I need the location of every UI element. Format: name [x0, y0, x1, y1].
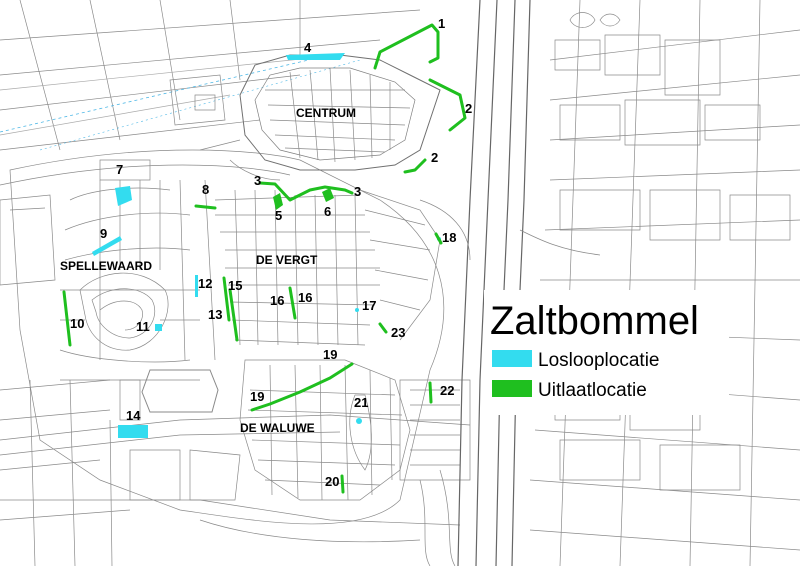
uitlaat-route-3	[258, 181, 354, 202]
uitlaat-route-23	[378, 322, 388, 334]
losloop-area-9	[92, 236, 122, 256]
uitlaat-locations	[62, 23, 467, 494]
map-title: Zaltbommel	[490, 299, 699, 343]
losloop-area-17	[355, 308, 359, 312]
location-number-15: 15	[228, 278, 242, 293]
location-number-9: 9	[100, 226, 107, 241]
location-number-19: 19	[323, 347, 337, 362]
district-label-centrum: CENTRUM	[296, 106, 356, 120]
uitlaat-route-13	[222, 276, 231, 322]
uitlaat-route-15	[228, 288, 239, 342]
uitlaat-route-22	[428, 381, 433, 404]
losloop-area-21	[356, 418, 362, 424]
legend-label-uitlaatlocatie: Uitlaatlocatie	[538, 380, 647, 401]
location-number-10: 10	[70, 316, 84, 331]
district-label-de-waluwe: DE WALUWE	[240, 421, 315, 435]
legend-swatch-uitlaatlocatie	[492, 380, 532, 397]
uitlaat-area-6	[322, 188, 334, 202]
location-number-6: 6	[324, 204, 331, 219]
map-legend: Loslooplocatie Uitlaatlocatie	[492, 350, 659, 401]
uitlaat-route-20	[340, 474, 345, 494]
location-number-1: 1	[438, 16, 445, 31]
location-number-3: 3	[254, 173, 261, 188]
district-label-spellewaard: SPELLEWAARD	[60, 259, 152, 273]
location-number-2: 2	[431, 150, 438, 165]
legend-label-loslooplocatie: Loslooplocatie	[538, 350, 659, 371]
location-number-13: 13	[208, 307, 222, 322]
location-number-3: 3	[354, 184, 361, 199]
location-number-14: 14	[126, 408, 141, 423]
uitlaat-route-18	[434, 232, 443, 245]
losloop-area-14	[118, 425, 148, 438]
legend-swatch-loslooplocatie	[492, 350, 532, 367]
losloop-area-11	[155, 324, 162, 331]
uitlaat-route-2-south	[403, 158, 427, 174]
uitlaat-route-16	[288, 286, 297, 320]
location-number-7: 7	[116, 162, 123, 177]
location-number-16: 16	[298, 290, 312, 305]
location-number-11: 11	[136, 319, 150, 334]
district-label-de-vergt: DE VERGT	[256, 253, 318, 267]
losloop-area-7	[115, 186, 132, 206]
location-number-12: 12	[198, 276, 212, 291]
location-number-labels: 1 2 2 3 3 4 5 6 7 8 9 10 11 12 13 14 15 …	[70, 16, 472, 489]
location-number-23: 23	[391, 325, 405, 340]
uitlaat-fields	[273, 188, 334, 210]
location-number-18: 18	[442, 230, 456, 245]
location-number-8: 8	[202, 182, 209, 197]
uitlaat-route-2-north	[428, 78, 467, 132]
location-number-19: 19	[250, 389, 264, 404]
uitlaat-area-5	[273, 193, 283, 210]
losloop-area-4	[286, 53, 345, 60]
district-labels: CENTRUM SPELLEWAARD DE VERGT DE WALUWE	[60, 106, 356, 435]
location-number-20: 20	[325, 474, 339, 489]
losloop-area-12	[195, 275, 198, 297]
location-number-21: 21	[354, 395, 368, 410]
location-number-22: 22	[440, 383, 454, 398]
location-number-2: 2	[465, 101, 472, 116]
uitlaat-route-8	[194, 204, 217, 210]
location-number-17: 17	[362, 298, 376, 313]
uitlaat-route-1	[373, 23, 440, 70]
uitlaat-route-10	[62, 290, 72, 347]
location-number-5: 5	[275, 208, 282, 223]
location-number-4: 4	[304, 40, 312, 55]
location-number-16: 16	[270, 293, 284, 308]
uitlaat-route-19	[250, 362, 354, 412]
